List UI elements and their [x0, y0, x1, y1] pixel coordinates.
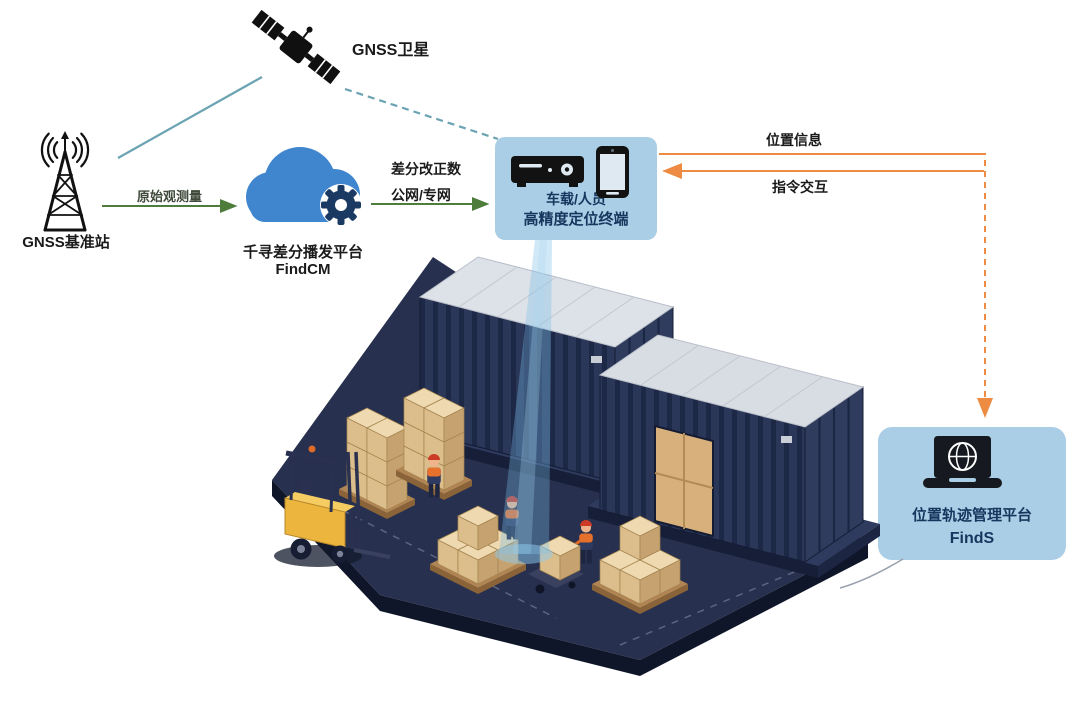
network-label: 公网/专网: [391, 187, 451, 203]
base-station-label: GNSS基准站: [22, 234, 110, 251]
worker-1: [427, 454, 441, 498]
warehouse-scene: [272, 256, 880, 676]
satellite-basestation-link: [117, 76, 263, 159]
box-pallet-right: [592, 515, 688, 614]
management-platform-node: 位置轨迹管理平台 FindS: [878, 427, 1066, 560]
satellite-label: GNSS卫星: [352, 42, 430, 59]
pallet-jack: [528, 535, 584, 594]
satellite-icon: [251, 9, 341, 85]
warehouse-floor: [272, 257, 868, 676]
signal-waves-icon: [40, 132, 90, 168]
cloud-platform-product: FindCM: [275, 261, 331, 278]
correction-data-label: 差分改正数: [391, 161, 461, 177]
terminal-label-line1: 车载/人员: [546, 190, 606, 207]
worker-3: [579, 520, 593, 564]
management-platform-product: FindS: [949, 529, 995, 547]
terminal-node: 车载/人员 高精度定位终端: [495, 137, 657, 240]
box-stacks-left: [339, 387, 472, 519]
position-info-label: 位置信息: [766, 132, 822, 148]
gear-icon: [320, 184, 362, 226]
raw-observation-label: 原始观测量: [137, 189, 203, 204]
management-platform-name: 位置轨迹管理平台: [911, 507, 1032, 525]
base-station-icon: [40, 131, 90, 232]
command-interaction-label: 指令交互: [772, 179, 828, 195]
container-1: [402, 256, 694, 500]
container-2: [588, 334, 880, 578]
cloud-platform-name: 千寻差分播发平台: [242, 244, 363, 261]
terminal-label-line2: 高精度定位终端: [523, 211, 629, 229]
positioning-beam: [495, 240, 553, 564]
forklift: [274, 445, 391, 567]
satellite-terminal-link: [344, 87, 499, 141]
finds-pointer-line: [839, 558, 904, 589]
box-pallet-center: [430, 505, 526, 594]
worker-2: [505, 496, 519, 540]
cloud-icon: [246, 147, 360, 222]
